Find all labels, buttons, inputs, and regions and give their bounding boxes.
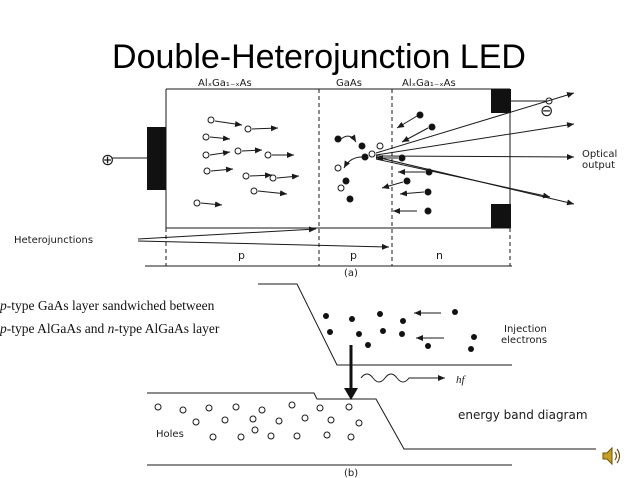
figure-a [145, 88, 512, 267]
injection-arrows [414, 310, 444, 341]
heterojunction-pointers [137, 226, 390, 250]
valence-holes [154, 401, 363, 441]
layer-label-mid: GaAs [336, 78, 362, 89]
conduction-band-edge [258, 283, 512, 366]
region-label-left: p [238, 249, 245, 262]
description: p-type GaAs layer sandwiched between p-t… [0, 294, 219, 340]
region-label-right: n [436, 249, 443, 262]
figure-b [147, 283, 596, 466]
region-label-mid: p [350, 249, 357, 262]
conduction-electrons [323, 309, 477, 352]
description-line-2: p-type AlGaAs and n-type AlGaAs layer [0, 321, 220, 336]
photon-label: hf [456, 374, 467, 386]
layer-label-right: AlₓGa₁₋ₓAs [402, 78, 456, 89]
optical-output-label-2: output [582, 160, 615, 171]
right-contact-top [491, 89, 511, 113]
minus-terminal: ⊖ [540, 101, 553, 120]
active-layer-carriers [334, 134, 384, 203]
plus-terminal: ⊕ [101, 150, 114, 169]
optical-output-label-1: Optical [582, 149, 617, 160]
speaker-icon[interactable] [601, 446, 623, 466]
injection-label-1: Injection [504, 324, 547, 335]
description-line-1: p-type GaAs layer sandwiched between [0, 298, 215, 313]
left-contact [147, 127, 166, 190]
layer-label-left: AlₓGa₁₋ₓAs [198, 78, 252, 89]
injection-label-2: electrons [501, 335, 547, 346]
slide-title: Double-Heterojunction LED [112, 38, 526, 76]
figure-a-caption: (a) [344, 268, 358, 279]
right-contact-bottom [491, 204, 511, 228]
electrons-n-region [376, 111, 436, 215]
holes-label: Holes [156, 429, 184, 440]
band-diagram-label: energy band diagram [458, 408, 588, 422]
recombination-arrowhead [344, 388, 358, 400]
photon-wave [360, 373, 445, 383]
optical-output-rays [375, 92, 575, 206]
holes-p-region [193, 116, 300, 208]
heterojunctions-label: Heterojunctions [14, 235, 93, 246]
figure-b-caption: (b) [344, 468, 358, 478]
valence-band-edge [147, 392, 596, 450]
